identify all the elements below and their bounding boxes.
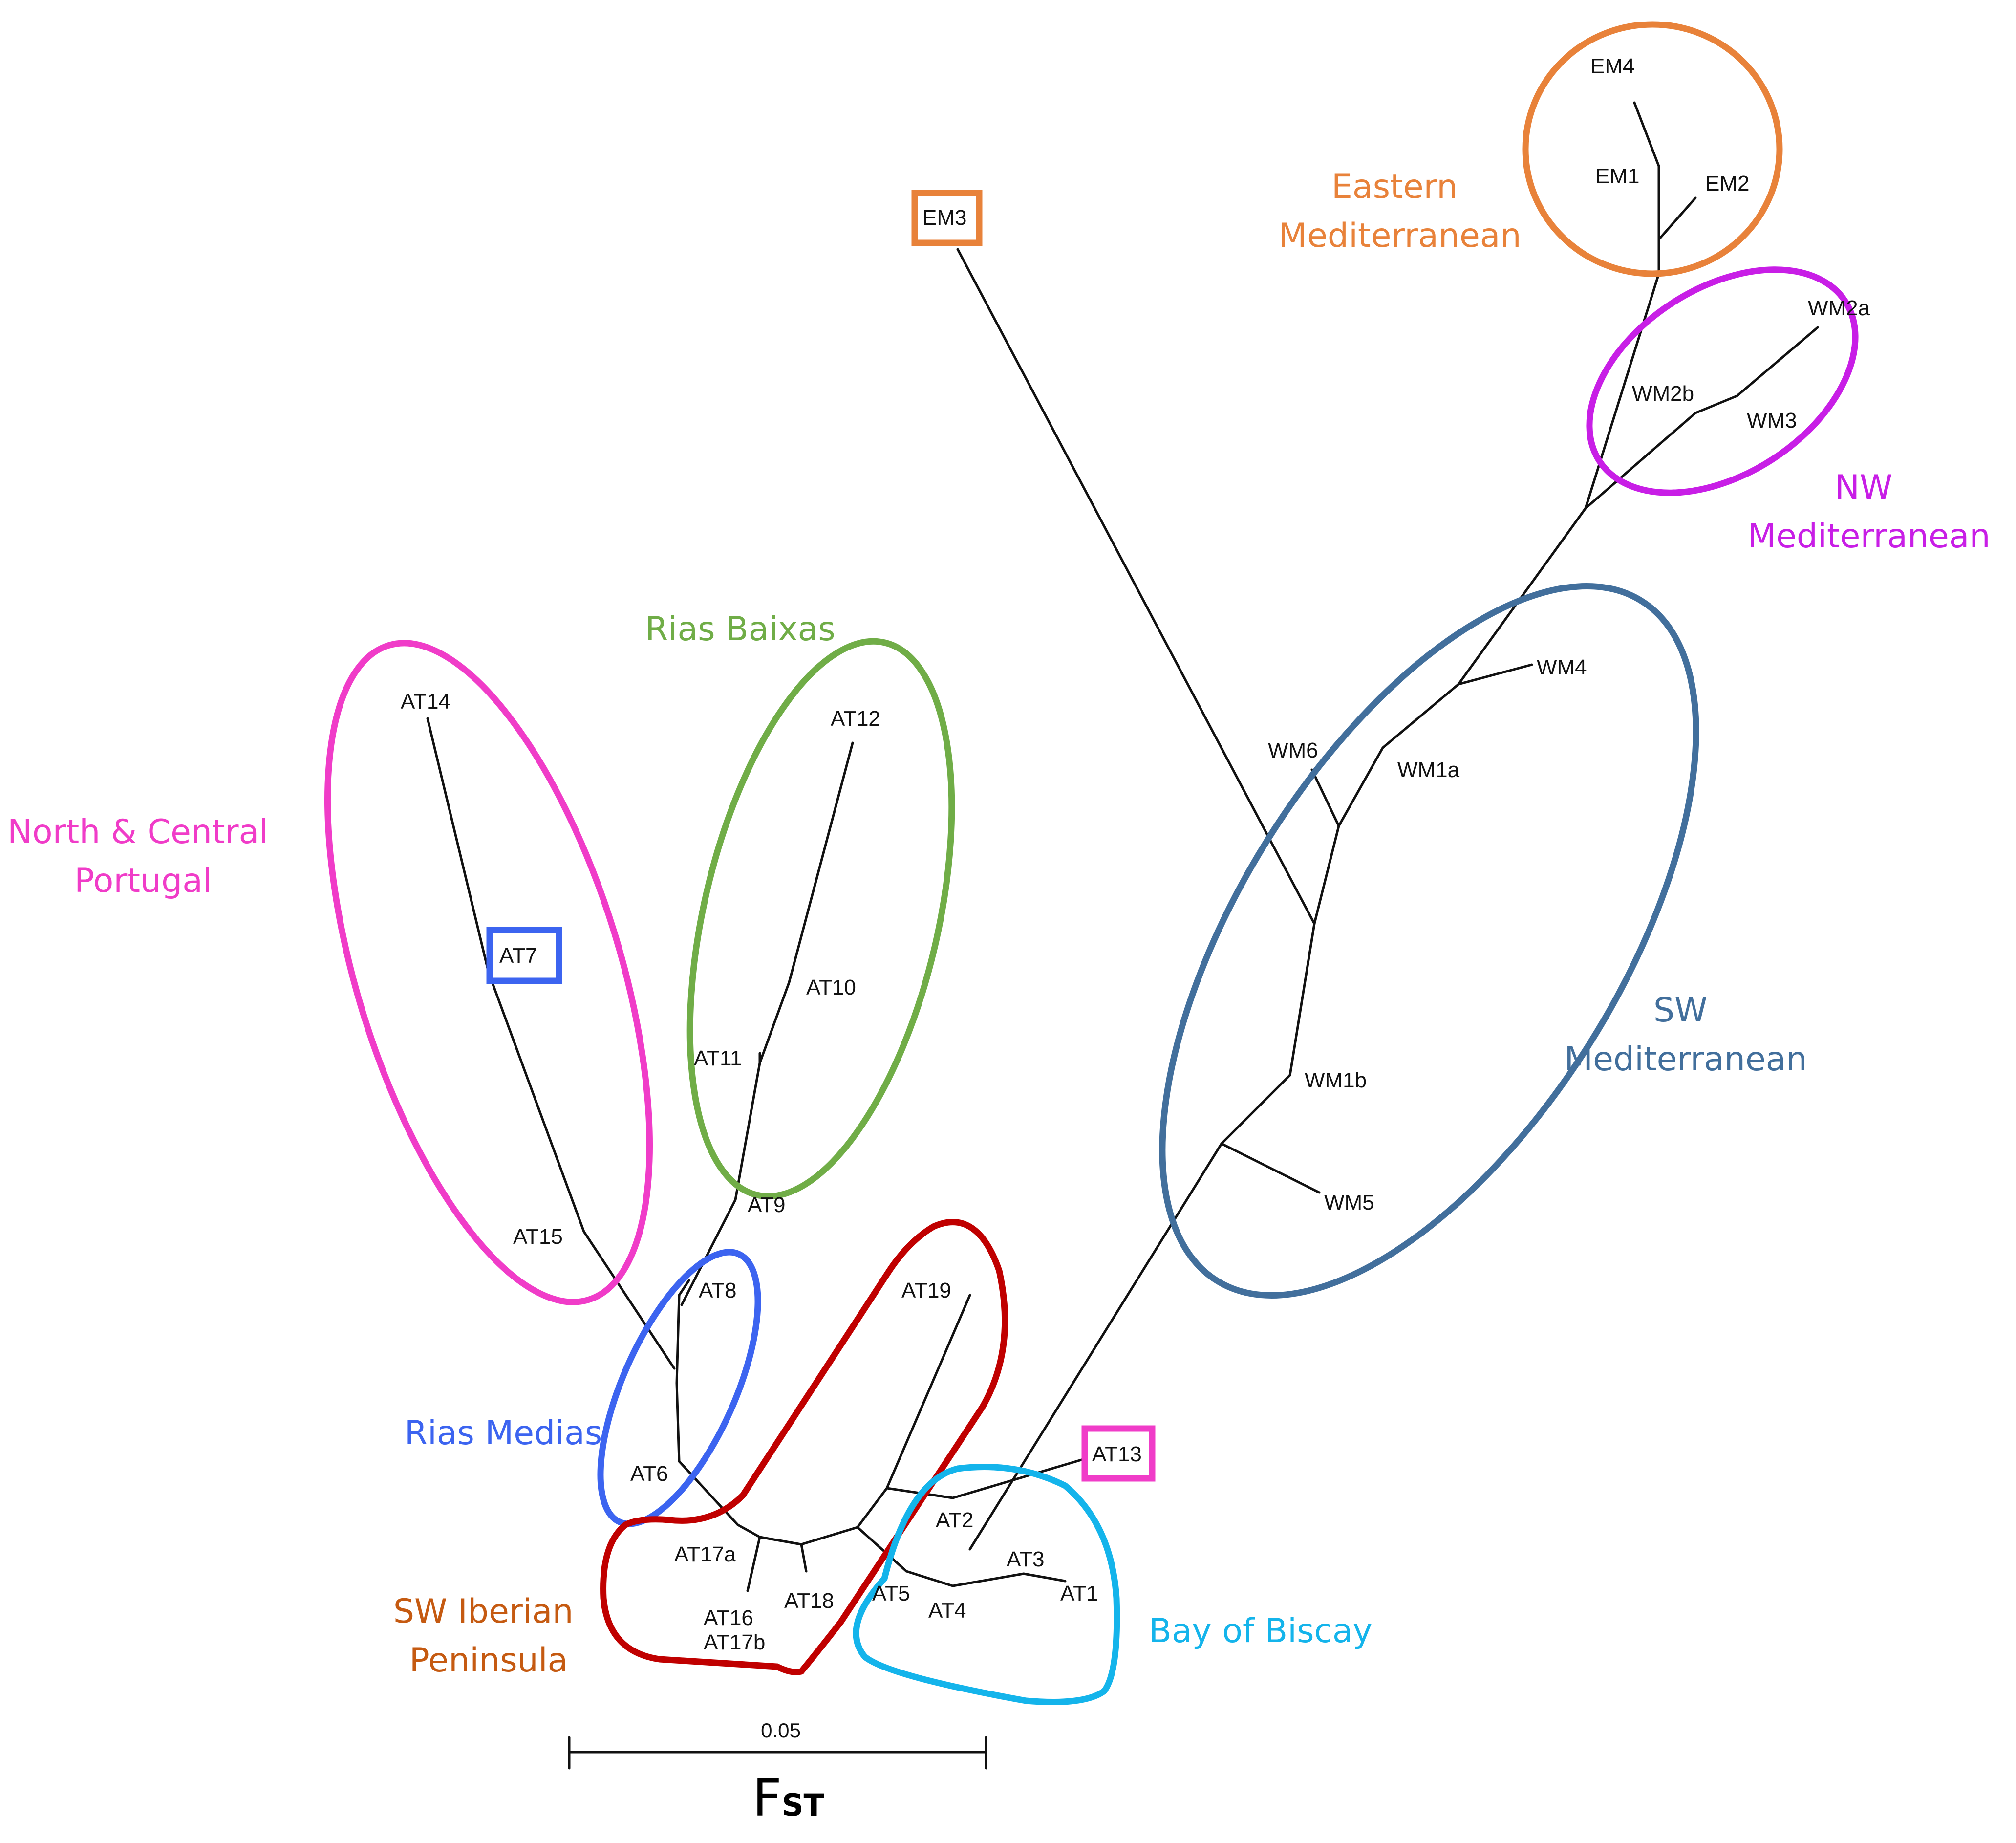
leaf-at13: AT13 xyxy=(1092,1442,1142,1466)
nw-mediterranean-outline xyxy=(1586,266,1859,496)
branch-wm6 xyxy=(1310,768,1340,827)
label-north-central-portugal-line2: Portugal xyxy=(74,862,212,900)
leaf-at17a: AT17a xyxy=(674,1542,736,1566)
label-sw-iberian-line1: SW Iberian xyxy=(393,1592,574,1631)
scale-bar-axis-label: FST xyxy=(752,1768,824,1828)
leaf-wm1b: WM1b xyxy=(1305,1068,1367,1092)
scale-bar-axis-label-sub: ST xyxy=(782,1787,824,1823)
leaf-at17b: AT17b xyxy=(704,1630,765,1654)
label-sw-iberian: SW Iberian Peninsula xyxy=(393,1592,584,1680)
leaf-wm3: WM3 xyxy=(1747,409,1797,433)
label-rias-medias: Rias Medias xyxy=(405,1414,602,1453)
leaf-at16: AT16 xyxy=(704,1606,753,1630)
branch-em2 xyxy=(1657,196,1697,241)
scale-bar-axis-label-main: F xyxy=(752,1768,782,1828)
leaf-wm6: WM6 xyxy=(1268,738,1318,762)
leaf-em4: EM4 xyxy=(1590,54,1634,78)
label-eastern-mediterranean-line1: Eastern xyxy=(1331,168,1458,206)
leaf-wm1a: WM1a xyxy=(1397,758,1460,782)
rias-baixas-outline xyxy=(686,638,955,1200)
group-outlines xyxy=(324,21,1859,1705)
label-rias-baixas-line1: Rias Baixas xyxy=(645,610,835,649)
label-sw-mediterranean-line2: Mediterranean xyxy=(1564,1040,1807,1079)
scale-bar-line xyxy=(568,1736,987,1770)
leaf-at5: AT5 xyxy=(872,1582,910,1605)
label-eastern-mediterranean-line2: Mediterranean xyxy=(1278,217,1521,255)
sw-iberian-outline xyxy=(600,1219,1008,1675)
leaf-at4: AT4 xyxy=(928,1599,966,1623)
leaf-at8: AT8 xyxy=(699,1279,736,1302)
label-north-central-portugal-line1: North & Central xyxy=(7,813,268,851)
branch-at-north xyxy=(675,1279,690,1463)
leaf-at10: AT10 xyxy=(806,976,856,999)
leaf-wm2b: WM2b xyxy=(1632,382,1694,406)
at13-highlight-box xyxy=(1081,1425,1156,1482)
label-rias-baixas: Rias Baixas xyxy=(645,610,835,649)
branch-at18 xyxy=(800,1543,808,1573)
leaf-at9: AT9 xyxy=(748,1193,785,1217)
label-bay-of-biscay: Bay of Biscay xyxy=(1149,1612,1373,1650)
leaf-wm5: WM5 xyxy=(1324,1191,1374,1214)
eastern-mediterranean-outline xyxy=(1522,21,1783,277)
sw-mediterranean-outline xyxy=(1159,583,1699,1299)
at7-highlight-box xyxy=(486,927,562,984)
label-eastern-mediterranean: Eastern Mediterranean xyxy=(1278,168,1521,255)
leaf-at11: AT11 xyxy=(694,1046,742,1070)
north-central-portugal-outline xyxy=(324,640,653,1305)
branch-wm4 xyxy=(1457,663,1533,686)
label-sw-iberian-line2: Peninsula xyxy=(409,1641,568,1680)
leaf-em1: EM1 xyxy=(1595,164,1639,188)
scale-bar-value: 0.05 xyxy=(761,1719,801,1742)
label-north-central-portugal: North & Central Portugal xyxy=(7,813,279,900)
leaf-at6: AT6 xyxy=(630,1462,668,1486)
leaf-at15: AT15 xyxy=(513,1225,563,1249)
leaf-em2: EM2 xyxy=(1705,172,1749,195)
label-nw-mediterranean: NW Mediterranean xyxy=(1747,468,1990,556)
leaf-wm4: WM4 xyxy=(1537,655,1587,679)
bay-of-biscay-outline xyxy=(853,1464,1120,1705)
highlight-boxes xyxy=(486,190,1156,1482)
branch-at15-trunk xyxy=(426,717,676,1370)
label-sw-mediterranean-line1: SW xyxy=(1653,991,1707,1030)
branch-at2-at13 xyxy=(885,1457,1086,1499)
branch-at17a xyxy=(746,1536,761,1592)
leaf-labels: EM4 EM1 EM2 EM3 WM2a WM2b WM3 WM4 WM6 WM… xyxy=(401,54,1870,1654)
rias-medias-outline xyxy=(597,1249,761,1527)
scale-bar: 0.05 FST xyxy=(568,1719,987,1828)
branch-trunk-mid xyxy=(1220,165,1660,1145)
branch-rias-baixas xyxy=(680,741,854,1306)
label-bay-of-biscay-line1: Bay of Biscay xyxy=(1149,1612,1373,1650)
em3-highlight-box xyxy=(911,190,983,246)
leaf-wm2a: WM2a xyxy=(1808,296,1870,320)
leaf-at19: AT19 xyxy=(901,1279,951,1302)
branch-em4 xyxy=(1633,101,1660,168)
leaf-at7: AT7 xyxy=(499,944,537,968)
leaf-at1: AT1 xyxy=(1060,1582,1098,1605)
leaf-em3: EM3 xyxy=(922,206,966,230)
label-nw-mediterranean-line1: NW xyxy=(1835,468,1892,507)
leaf-at18: AT18 xyxy=(784,1589,834,1613)
branch-trunk-east xyxy=(968,1142,1223,1551)
label-sw-mediterranean: SW Mediterranean xyxy=(1564,991,1807,1079)
branch-wm-north xyxy=(1584,326,1819,510)
branch-wm5 xyxy=(1220,1142,1321,1194)
leaf-at3: AT3 xyxy=(1007,1547,1044,1571)
leaf-at14: AT14 xyxy=(401,690,450,714)
label-rias-medias-line1: Rias Medias xyxy=(405,1414,602,1453)
leaf-at12: AT12 xyxy=(831,707,880,731)
leaf-at2: AT2 xyxy=(936,1508,973,1532)
tree-branches xyxy=(426,101,1819,1592)
group-labels: Eastern Mediterranean NW Mediterranean S… xyxy=(7,168,1990,1680)
label-nw-mediterranean-line2: Mediterranean xyxy=(1747,517,1990,556)
branch-em3 xyxy=(956,248,1316,925)
